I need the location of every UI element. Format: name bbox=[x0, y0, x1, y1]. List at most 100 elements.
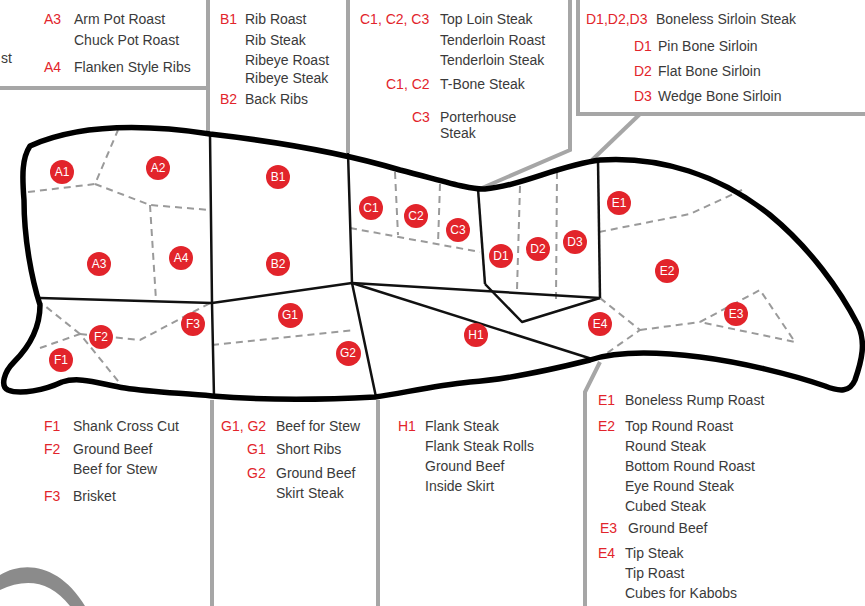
cut-divider bbox=[40, 302, 80, 334]
cut-name: Tip Roast bbox=[625, 565, 684, 581]
cut-code: F1 bbox=[44, 418, 60, 434]
cut-code: C3 bbox=[412, 109, 430, 125]
cut-code: B1 bbox=[220, 11, 237, 27]
callout-number: F2 bbox=[94, 331, 108, 343]
leader-frame bbox=[482, 0, 570, 188]
cut-code: D2 bbox=[634, 63, 652, 79]
cut-code: C1, C2 bbox=[386, 76, 430, 92]
cut-name: T-Bone Steak bbox=[440, 76, 525, 92]
beef-outline bbox=[4, 128, 863, 399]
cut-code: F2 bbox=[44, 441, 60, 457]
cut-name: st bbox=[1, 50, 12, 66]
callout-number: A2 bbox=[151, 162, 166, 174]
cut-name: Ground Beef bbox=[73, 441, 152, 457]
cut-name: Short Ribs bbox=[276, 441, 341, 457]
cut-code: A4 bbox=[44, 59, 61, 75]
leader-frame bbox=[0, 86, 208, 90]
callout-circle: G1 bbox=[278, 303, 303, 328]
callout-number: G2 bbox=[340, 347, 356, 359]
callout-number: A4 bbox=[174, 252, 189, 264]
cut-divider bbox=[150, 205, 156, 300]
cut-name: Cubes for Kabobs bbox=[625, 585, 737, 601]
cut-boundary bbox=[40, 298, 212, 303]
cut-name: Flat Bone Sirloin bbox=[658, 63, 761, 79]
callout-number: G1 bbox=[282, 309, 298, 321]
callout-circle: D3 bbox=[563, 230, 587, 254]
callout-circle: D1 bbox=[489, 244, 513, 268]
cut-name: Brisket bbox=[73, 488, 116, 504]
cut-name: Tenderloin Roast bbox=[440, 32, 545, 48]
cut-name: Ribeye Roast bbox=[245, 52, 329, 68]
leader-frame bbox=[210, 400, 214, 606]
cut-name: Inside Skirt bbox=[425, 478, 494, 494]
cut-name: Bottom Round Roast bbox=[625, 458, 755, 474]
cut-code: G2 bbox=[247, 465, 266, 481]
leader-frame bbox=[578, 0, 865, 114]
callout-circle: G2 bbox=[336, 341, 361, 366]
leader-frame bbox=[206, 0, 210, 134]
callout-circle: E1 bbox=[607, 191, 631, 215]
cut-name: Ribeye Steak bbox=[245, 70, 328, 86]
leader-frame bbox=[592, 114, 640, 160]
cut-name: Tenderloin Steak bbox=[440, 52, 544, 68]
cut-divider bbox=[640, 322, 700, 330]
cut-name: Beef for Stew bbox=[73, 461, 157, 477]
cut-boundary bbox=[598, 160, 600, 298]
callout-circle: B2 bbox=[266, 252, 290, 276]
callout-number: D3 bbox=[567, 236, 582, 248]
callout-circle: E4 bbox=[588, 312, 612, 336]
callout-circle: B1 bbox=[266, 165, 290, 189]
cut-name: Ground Beef bbox=[628, 520, 707, 536]
cut-code: F3 bbox=[44, 488, 60, 504]
cut-boundary bbox=[212, 283, 352, 303]
cut-boundary bbox=[478, 189, 485, 284]
cut-name: Ground Beef bbox=[425, 458, 504, 474]
callout-number: H1 bbox=[468, 329, 483, 341]
cut-name: Top Loin Steak bbox=[440, 11, 533, 27]
cut-name: Beef for Stew bbox=[276, 418, 360, 434]
callout-number: C1 bbox=[363, 202, 378, 214]
callout-number: F1 bbox=[54, 354, 68, 366]
cut-name: Round Steak bbox=[625, 438, 706, 454]
beef-outline-stroke bbox=[4, 128, 863, 399]
cut-name: Pin Bone Sirloin bbox=[658, 38, 758, 54]
callout-number: C3 bbox=[450, 224, 465, 236]
cut-code: A3 bbox=[44, 11, 61, 27]
cut-boundary bbox=[352, 283, 592, 359]
callout-number: E3 bbox=[729, 308, 744, 320]
cut-divider bbox=[395, 172, 398, 235]
callout-number: E1 bbox=[612, 197, 627, 209]
callout-number: A1 bbox=[55, 166, 70, 178]
cut-name: Tip Steak bbox=[625, 545, 684, 561]
cut-name: Wedge Bone Sirloin bbox=[658, 88, 781, 104]
callout-number: D2 bbox=[530, 243, 545, 255]
cut-divider bbox=[599, 190, 742, 232]
callout-number: B1 bbox=[271, 171, 286, 183]
leader-frame bbox=[585, 362, 600, 606]
callout-circle: C2 bbox=[404, 204, 428, 228]
leader-frame bbox=[346, 0, 350, 153]
cut-name: Eye Round Steak bbox=[625, 478, 734, 494]
cut-boundary bbox=[485, 284, 600, 322]
cut-code: G1 bbox=[247, 441, 266, 457]
callout-circle: A1 bbox=[50, 160, 74, 184]
callout-circle: F3 bbox=[181, 312, 205, 336]
cut-name: Flank Steak Rolls bbox=[425, 438, 534, 454]
callout-circle: A3 bbox=[87, 252, 111, 276]
callout-number: E4 bbox=[593, 318, 608, 330]
callout-number: A3 bbox=[92, 258, 107, 270]
cut-name: Rib Roast bbox=[245, 11, 306, 27]
cut-code: E4 bbox=[598, 545, 615, 561]
cut-divider bbox=[212, 330, 354, 345]
cut-divider bbox=[438, 184, 440, 244]
cut-name: Top Round Roast bbox=[625, 418, 733, 434]
cut-name: Arm Pot Roast bbox=[74, 11, 165, 27]
shadow-shape bbox=[0, 567, 85, 606]
callout-circle: C1 bbox=[359, 196, 383, 220]
cut-code: G1, G2 bbox=[221, 418, 266, 434]
cut-name: Cubed Steak bbox=[625, 498, 706, 514]
callout-circle: H1 bbox=[464, 323, 488, 347]
cut-name: Skirt Steak bbox=[276, 485, 344, 501]
cut-code: D1,D2,D3 bbox=[586, 11, 647, 27]
